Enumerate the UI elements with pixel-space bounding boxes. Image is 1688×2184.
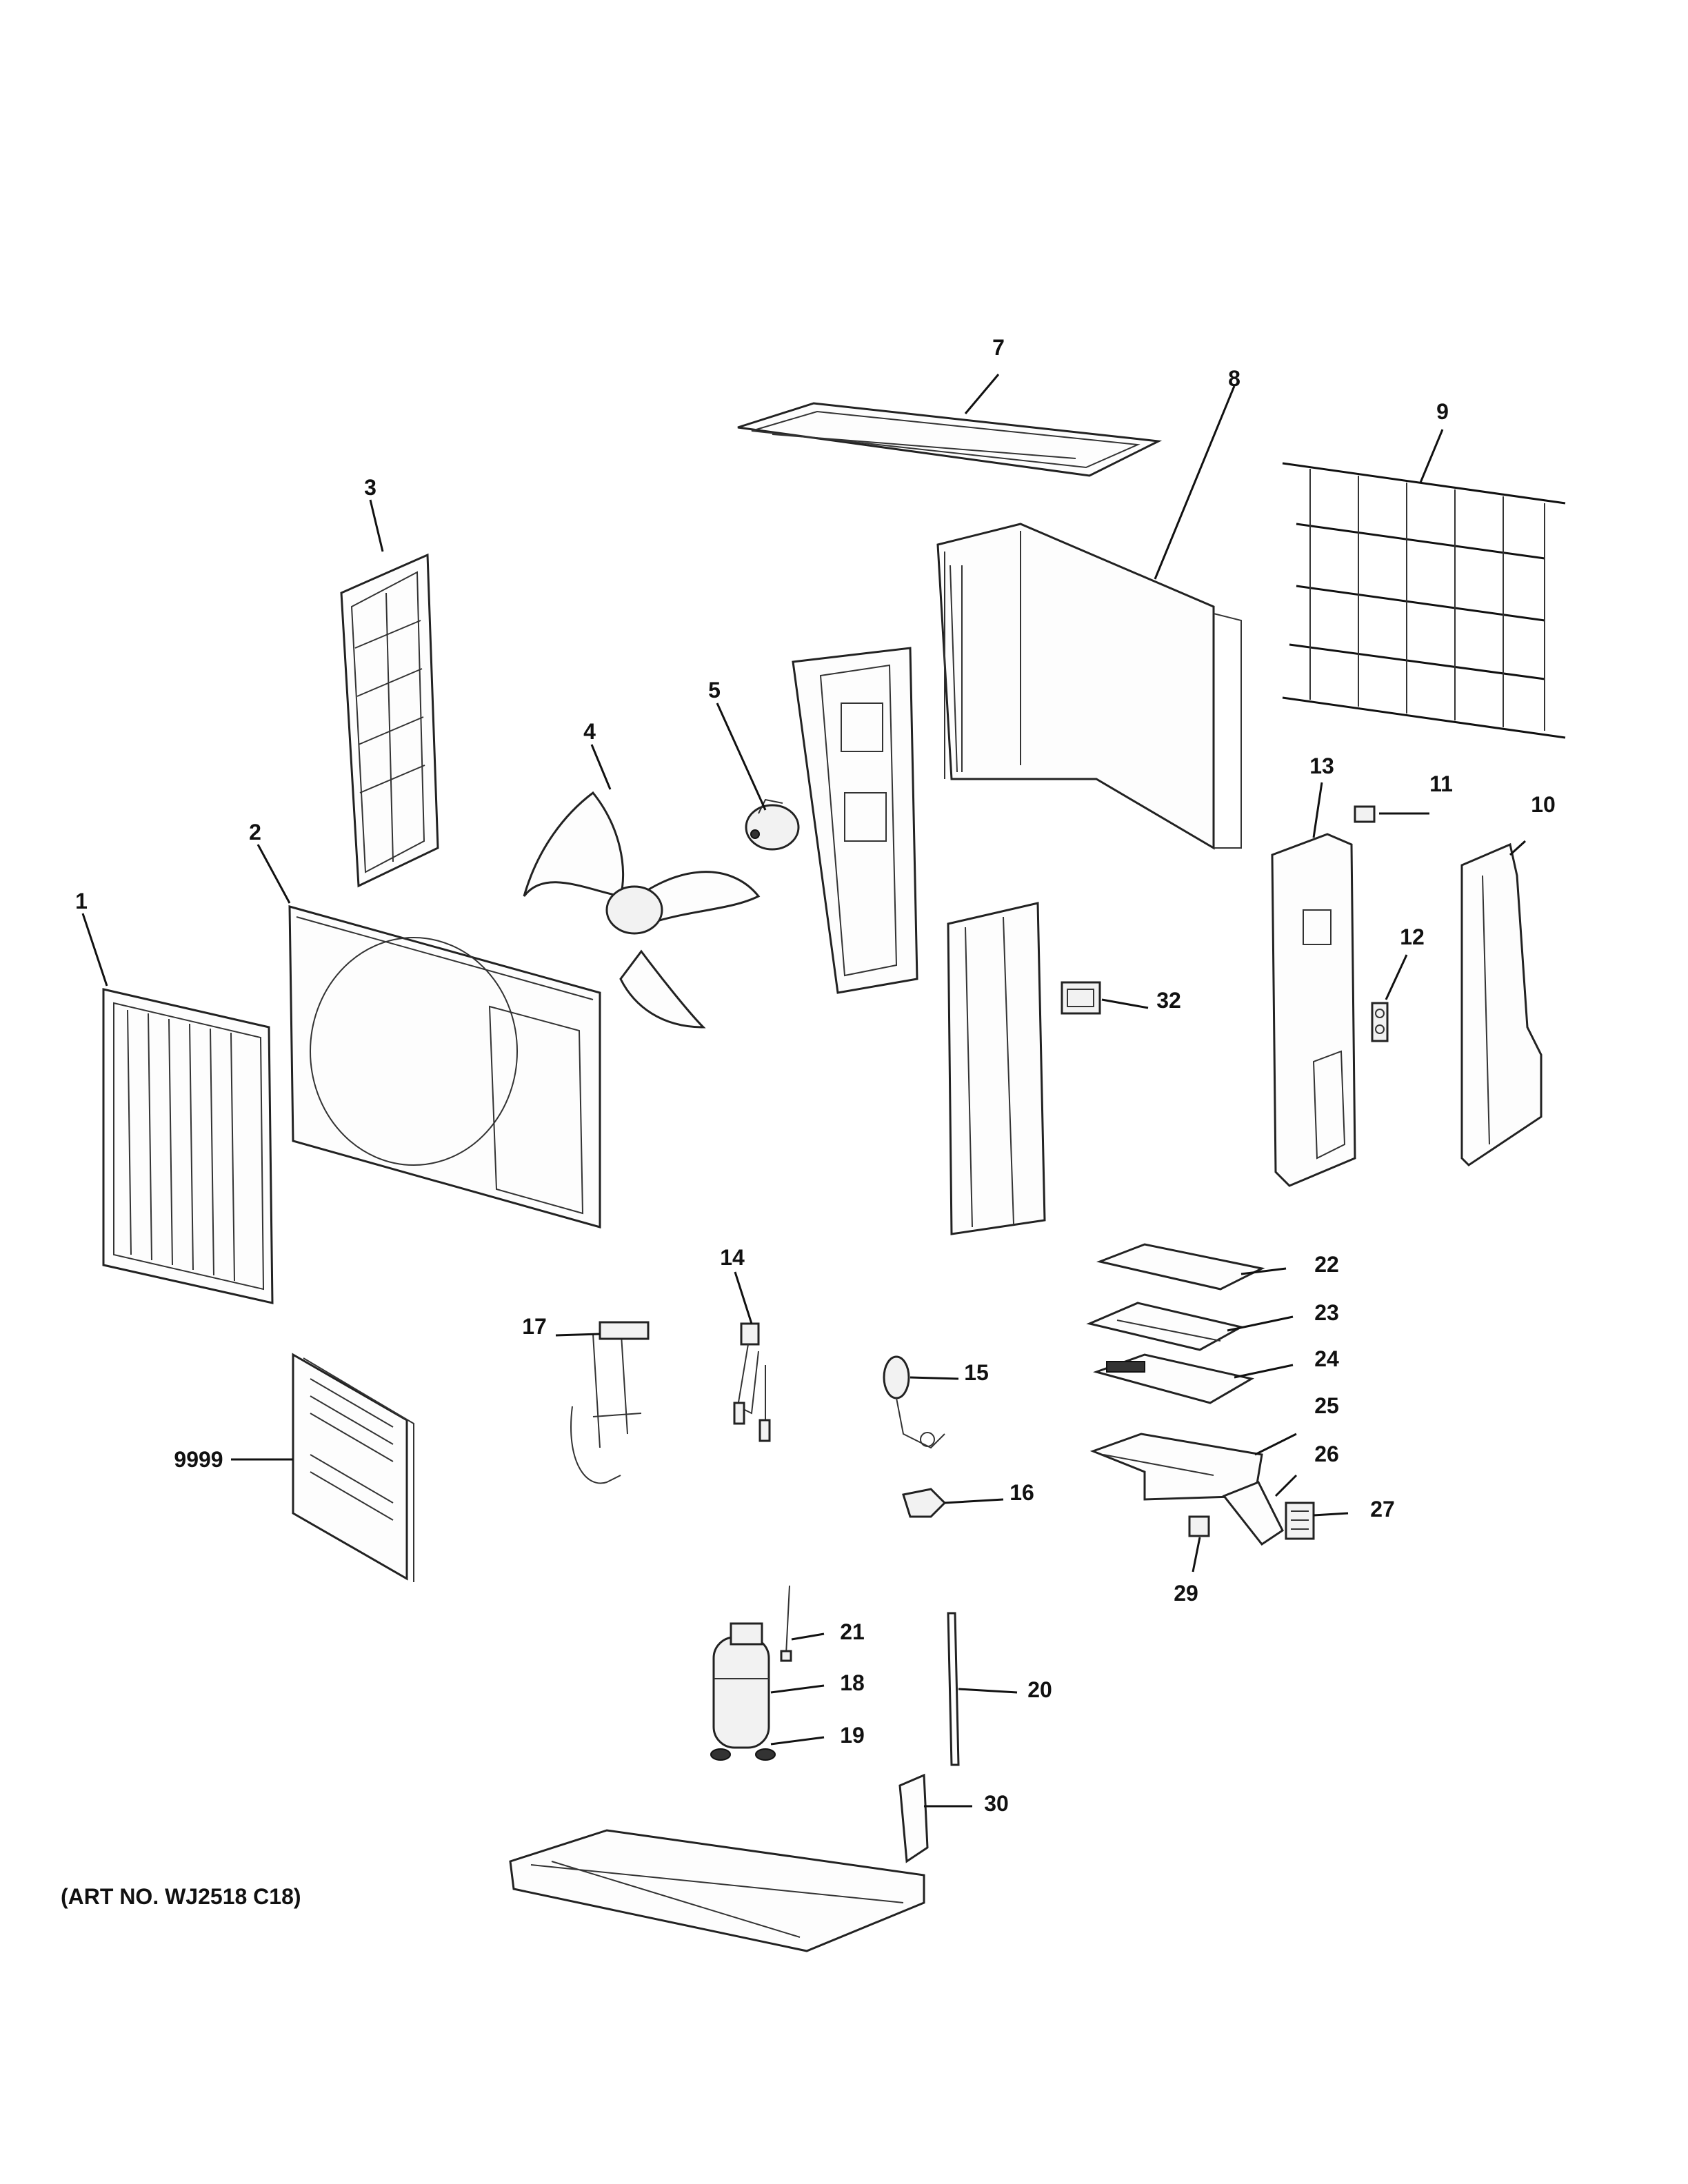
- callout-30: 30: [984, 1791, 1009, 1816]
- callout-1: 1: [75, 889, 88, 913]
- callout-24: 24: [1314, 1346, 1339, 1371]
- callout-19: 19: [840, 1723, 865, 1748]
- callout-8: 8: [1228, 366, 1240, 391]
- part-26-bracket: [1222, 1481, 1284, 1546]
- callout-7: 7: [992, 335, 1005, 360]
- part-18-compressor: [712, 1622, 770, 1749]
- part-2-front-panel: [288, 905, 601, 1228]
- part-15-accumulator: [883, 1355, 945, 1449]
- part-3-side-panel: [340, 553, 439, 888]
- callout-29: 29: [1174, 1581, 1198, 1606]
- part-24-pcb: [1093, 1353, 1255, 1404]
- part-13-side-panel: [1271, 833, 1356, 1187]
- leader-lines: [81, 374, 1527, 1808]
- part-7-top-cover: [737, 402, 1163, 477]
- callout-27: 27: [1370, 1497, 1395, 1521]
- callout-11: 11: [1429, 771, 1453, 796]
- callout-4: 4: [583, 719, 596, 744]
- part-4-fan-blade: [523, 791, 761, 1029]
- part-12-valve-plate: [1371, 1002, 1389, 1042]
- part-25-electrical-box: [1089, 1433, 1263, 1501]
- part-23-box-frame: [1086, 1302, 1245, 1351]
- callout-9999: 9999: [174, 1447, 223, 1472]
- callout-5: 5: [708, 678, 721, 702]
- part-19-compressor-feet: [710, 1748, 776, 1761]
- callout-10: 10: [1531, 792, 1556, 817]
- part-32-reactor: [1061, 981, 1101, 1015]
- callout-12: 12: [1400, 924, 1425, 949]
- callout-2: 2: [249, 820, 261, 845]
- callout-9: 9: [1436, 399, 1449, 424]
- part-30-terminal-cover: [898, 1773, 929, 1863]
- part-17-reversing-valve: [570, 1321, 650, 1484]
- part-27-terminal-block: [1285, 1502, 1315, 1540]
- part-14-sensor-harness: [733, 1322, 771, 1442]
- callout-32: 32: [1156, 988, 1181, 1013]
- part-10-right-cover: [1460, 842, 1543, 1166]
- callout-20: 20: [1027, 1677, 1052, 1702]
- callout-26: 26: [1314, 1442, 1339, 1466]
- part-20-pipe: [947, 1612, 960, 1766]
- callout-25: 25: [1314, 1393, 1339, 1418]
- part-11-clip: [1354, 805, 1376, 823]
- part-29-small-board: [1188, 1515, 1210, 1537]
- center-partition: [947, 902, 1046, 1235]
- motor-bracket: [792, 647, 918, 994]
- part-1-front-grille: [102, 988, 274, 1304]
- callout-17: 17: [522, 1314, 547, 1339]
- callout-23: 23: [1314, 1300, 1339, 1325]
- callout-3: 3: [364, 475, 376, 500]
- part-16-valve: [902, 1488, 947, 1518]
- part-22-box-cover: [1096, 1243, 1265, 1291]
- callout-21: 21: [840, 1619, 865, 1644]
- part-21-wire: [780, 1585, 792, 1662]
- callout-18: 18: [840, 1670, 865, 1695]
- part-9-grille: [1282, 462, 1566, 739]
- callout-16: 16: [1009, 1480, 1034, 1505]
- callout-labels: 7 8 9 3 4 5 2 1 13 11 10 12 32 14 17 15 …: [75, 335, 1556, 1816]
- part-8-condenser-coil: [936, 523, 1242, 850]
- part-5-fan-motor: [745, 798, 800, 851]
- part-9999-manual: [292, 1353, 414, 1582]
- callout-15: 15: [964, 1360, 989, 1385]
- base-pan: [509, 1829, 925, 1952]
- callout-14: 14: [720, 1245, 745, 1270]
- callout-13: 13: [1309, 754, 1334, 778]
- callout-22: 22: [1314, 1252, 1339, 1277]
- art-number: (ART NO. WJ2518 C18): [61, 1884, 301, 1909]
